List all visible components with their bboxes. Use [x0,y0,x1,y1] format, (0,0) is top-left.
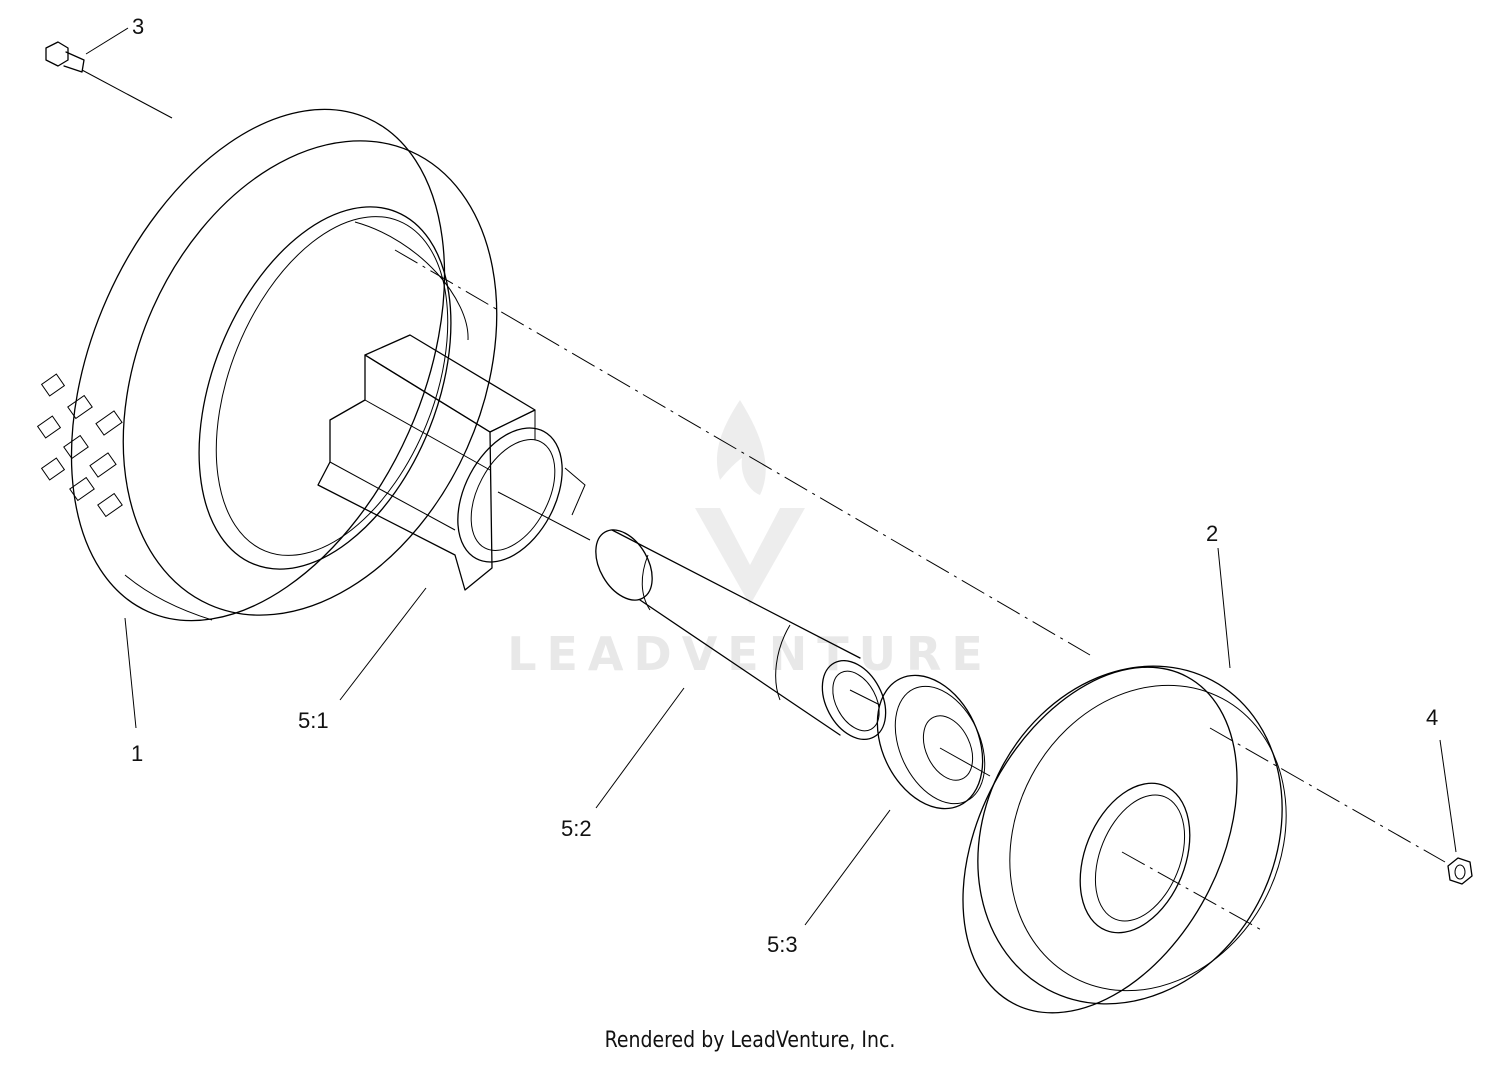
axis-line-bolt [81,69,173,119]
nut-part-4 [1447,857,1473,885]
rim-lip [354,221,469,341]
leader-lines [85,27,1457,926]
bolt-part-3 [45,41,85,73]
footer-credit: Rendered by LeadVenture, Inc. [604,1028,896,1053]
callout-5-3: 5:3 [767,932,798,957]
callout-1: 1 [131,741,143,766]
callout-4: 4 [1426,705,1438,730]
wheel-rim-part-2 [962,665,1287,1014]
axis-line-main [394,249,1091,656]
callout-5-2: 5:2 [561,816,592,841]
leader-3 [85,27,129,55]
axis-line-spacer [849,689,881,706]
axis-line-nut [1209,727,1446,863]
tire-part-1 [36,108,498,622]
callout-5-1: 5:1 [298,708,329,733]
bearing-outer-ring [457,427,563,563]
washer-part-5-3 [876,674,986,810]
tire-inner-face [122,140,498,616]
axis-line-bearing [497,491,591,541]
tire-bottom-edge [124,574,213,621]
leader-4 [1439,739,1457,853]
callout-3: 3 [132,14,144,39]
spacer-tube-part-5-2 [595,529,887,740]
tire-tread [36,373,123,518]
leader-2 [1217,547,1231,669]
watermark-text: LEADVENTURE [507,627,993,681]
leadventure-watermark: LEADVENTURE [507,400,993,681]
bearing-inner-ring [470,439,556,551]
leader-5-2 [595,687,685,809]
tire-outer-face [70,108,446,622]
callout-2: 2 [1206,521,1218,546]
hub-bearing-part-5-1 [317,334,586,591]
leader-1 [124,617,137,729]
leader-5-1 [339,587,427,701]
rim-opening [198,206,452,570]
leader-5-3 [804,809,891,926]
axis-line-hub [1121,851,1266,933]
rim-inner-edge [215,216,449,556]
